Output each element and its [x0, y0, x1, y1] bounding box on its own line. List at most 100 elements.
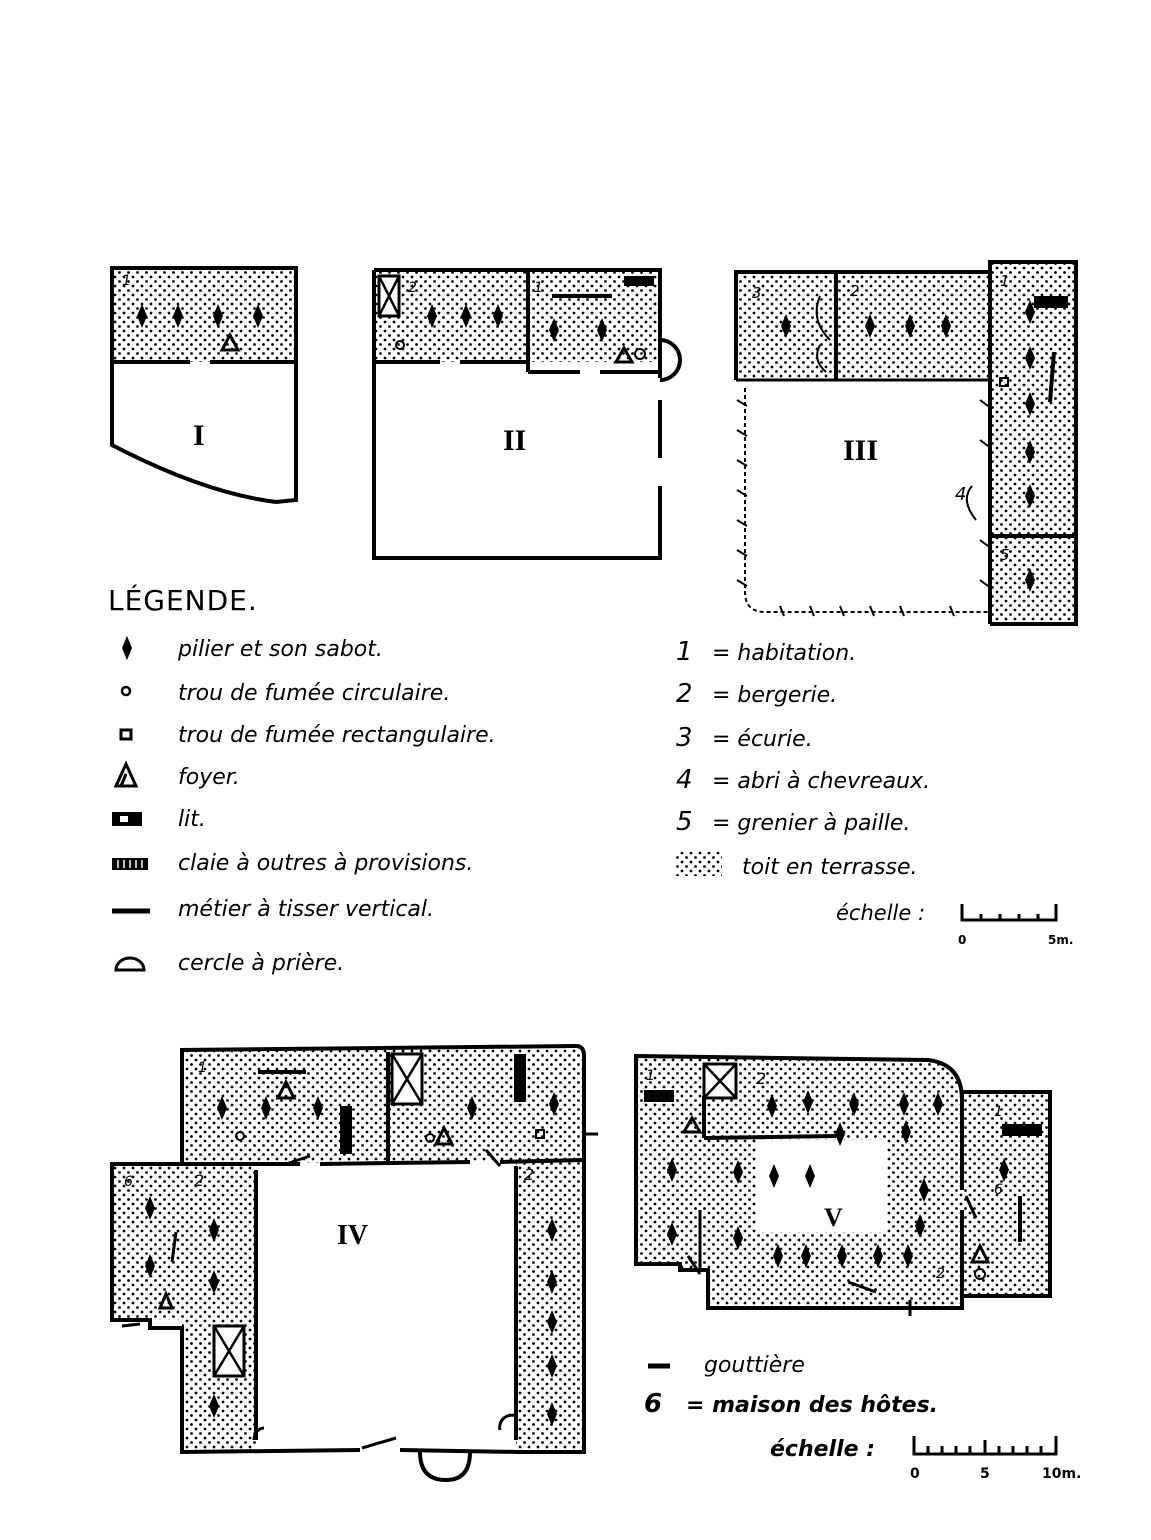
hearth-icon [157, 1290, 175, 1310]
legend-lower: gouttière 6 = maison des hôtes. échelle … [644, 1353, 1081, 1482]
rack-icon [1002, 1124, 1042, 1136]
flat-roof-area [182, 1046, 584, 1164]
pillar-icon [122, 636, 132, 660]
scale-tick-label: 0 [958, 933, 966, 947]
plan-label: II [503, 424, 526, 457]
loom-icon [170, 1231, 178, 1263]
circular-smoke-hole-icon [634, 348, 646, 360]
flat-roof-icon [676, 852, 722, 876]
hearth-icon [275, 1078, 297, 1100]
circular-smoke-hole-icon [425, 1133, 435, 1143]
legend-item-pillar: pilier et son sabot. [177, 637, 383, 662]
hearth-icon [113, 760, 139, 788]
courtyard [756, 1140, 886, 1232]
scale-tick-label: 5m. [1048, 933, 1073, 947]
plan-label: III [843, 434, 878, 467]
scale-label: échelle : [836, 901, 925, 925]
legend-title: LÉGENDE. [108, 583, 258, 617]
rack-icon [624, 276, 654, 286]
scale-tick-label: 5 [980, 1466, 990, 1482]
rectangular-smoke-hole-icon [535, 1129, 545, 1139]
room-number: 2 [756, 1069, 766, 1088]
gutter-icon [484, 1149, 502, 1167]
legend-item-loom: métier à tisser vertical. [178, 897, 434, 922]
enclosure-fence [744, 388, 988, 613]
legend-number: 4 [676, 765, 693, 795]
room-number: 2 [524, 1165, 534, 1184]
rack-icon [644, 1090, 674, 1102]
circular-smoke-hole-icon [395, 340, 405, 350]
legend-item-bergerie: = bergerie. [712, 683, 837, 708]
loom-icon [1048, 351, 1056, 403]
plan-label: IV [337, 1220, 368, 1251]
room-number: 1 [122, 273, 131, 289]
room-number: 1 [646, 1068, 655, 1084]
plan-V-walls [634, 1053, 1052, 1310]
scale-bar [960, 904, 1058, 922]
legend-number: 5 [676, 807, 693, 837]
prayer-circle-icon [114, 956, 146, 972]
plan-IV-walls [180, 1043, 586, 1454]
room-number: 2 [850, 282, 860, 300]
plan-label: V [824, 1203, 843, 1232]
hearth-icon [969, 1242, 991, 1264]
rectangular-smoke-hole-icon [999, 377, 1009, 387]
room-number: 1 [994, 1104, 1003, 1120]
hearth-icon [681, 1114, 703, 1134]
gutter-icon [285, 1154, 311, 1166]
hearth-icon [613, 344, 635, 364]
room-number: 6 [124, 1174, 133, 1190]
room-number: 1 [198, 1060, 207, 1076]
plan-I: 1 I [110, 266, 298, 505]
room-number: 2 [936, 1266, 945, 1282]
room-number: 5 [1000, 546, 1010, 564]
plan-label: I [193, 419, 205, 452]
room-number: 4 [955, 484, 966, 505]
flat-roof-area [990, 262, 1076, 624]
room-number: 3 [752, 284, 762, 302]
legend-item-prayer-circle: cercle à prière. [178, 951, 344, 976]
legend-item-guest-house: = maison des hôtes. [686, 1393, 938, 1418]
rack-icon [340, 1106, 352, 1154]
legend-item-rectangular-smoke-hole: trou de fumée rectangulaire. [178, 723, 496, 748]
legend: LÉGENDE. pilier et son sabot. trou de fu… [108, 583, 1073, 976]
plan-V: 1 2 1 2 6 V [634, 1053, 1052, 1316]
legend-item-hearth: foyer. [178, 765, 240, 790]
scale-tick-label: 0 [910, 1466, 920, 1482]
legend-item-rack: claie à outres à provisions. [178, 851, 473, 876]
room-number: 1 [1000, 272, 1010, 290]
legend-item-gutter: gouttière [704, 1353, 805, 1378]
scale-tick-label: 10m. [1042, 1466, 1081, 1482]
loom-icon [964, 1195, 978, 1219]
flat-roof-area [182, 1164, 256, 1450]
gutter-icon [361, 1436, 397, 1450]
legend-item-circular-smoke-hole: trou de fumée circulaire. [178, 681, 450, 706]
rectangular-smoke-hole-icon [119, 728, 133, 741]
circular-smoke-hole-icon [235, 1131, 245, 1141]
hearth-icon [219, 331, 241, 352]
circular-smoke-hole-icon [120, 685, 132, 697]
gutter-icon [686, 1255, 702, 1275]
flat-roof-area [374, 270, 660, 362]
legend-number: 2 [676, 679, 693, 709]
flat-roof-area [112, 1164, 182, 1320]
rack-icon [514, 1054, 526, 1102]
hearth-icon [433, 1124, 455, 1146]
plan-IV: 1 2 2 6 IV [110, 1043, 598, 1483]
rack-icon [1034, 296, 1068, 308]
room-number: 1 [534, 280, 543, 296]
plan-II: 2 1 II [372, 268, 682, 560]
gutter-icon [847, 1280, 877, 1294]
scale-label: échelle : [770, 1437, 875, 1462]
legend-number: 3 [676, 723, 693, 753]
legend-item-grenier: = grenier à paille. [712, 811, 910, 836]
circular-smoke-hole-icon [974, 1268, 986, 1280]
prayer-circle-icon [418, 1451, 472, 1483]
flat-roof-area [516, 1160, 582, 1450]
scale-bar [912, 1436, 1058, 1456]
room-number: 6 [994, 1182, 1003, 1198]
legend-item-abri: = abri à chevreaux. [712, 769, 930, 794]
plan-III: 3 2 1 4 5 III [734, 260, 1078, 626]
legend-number: 6 [644, 1389, 662, 1419]
